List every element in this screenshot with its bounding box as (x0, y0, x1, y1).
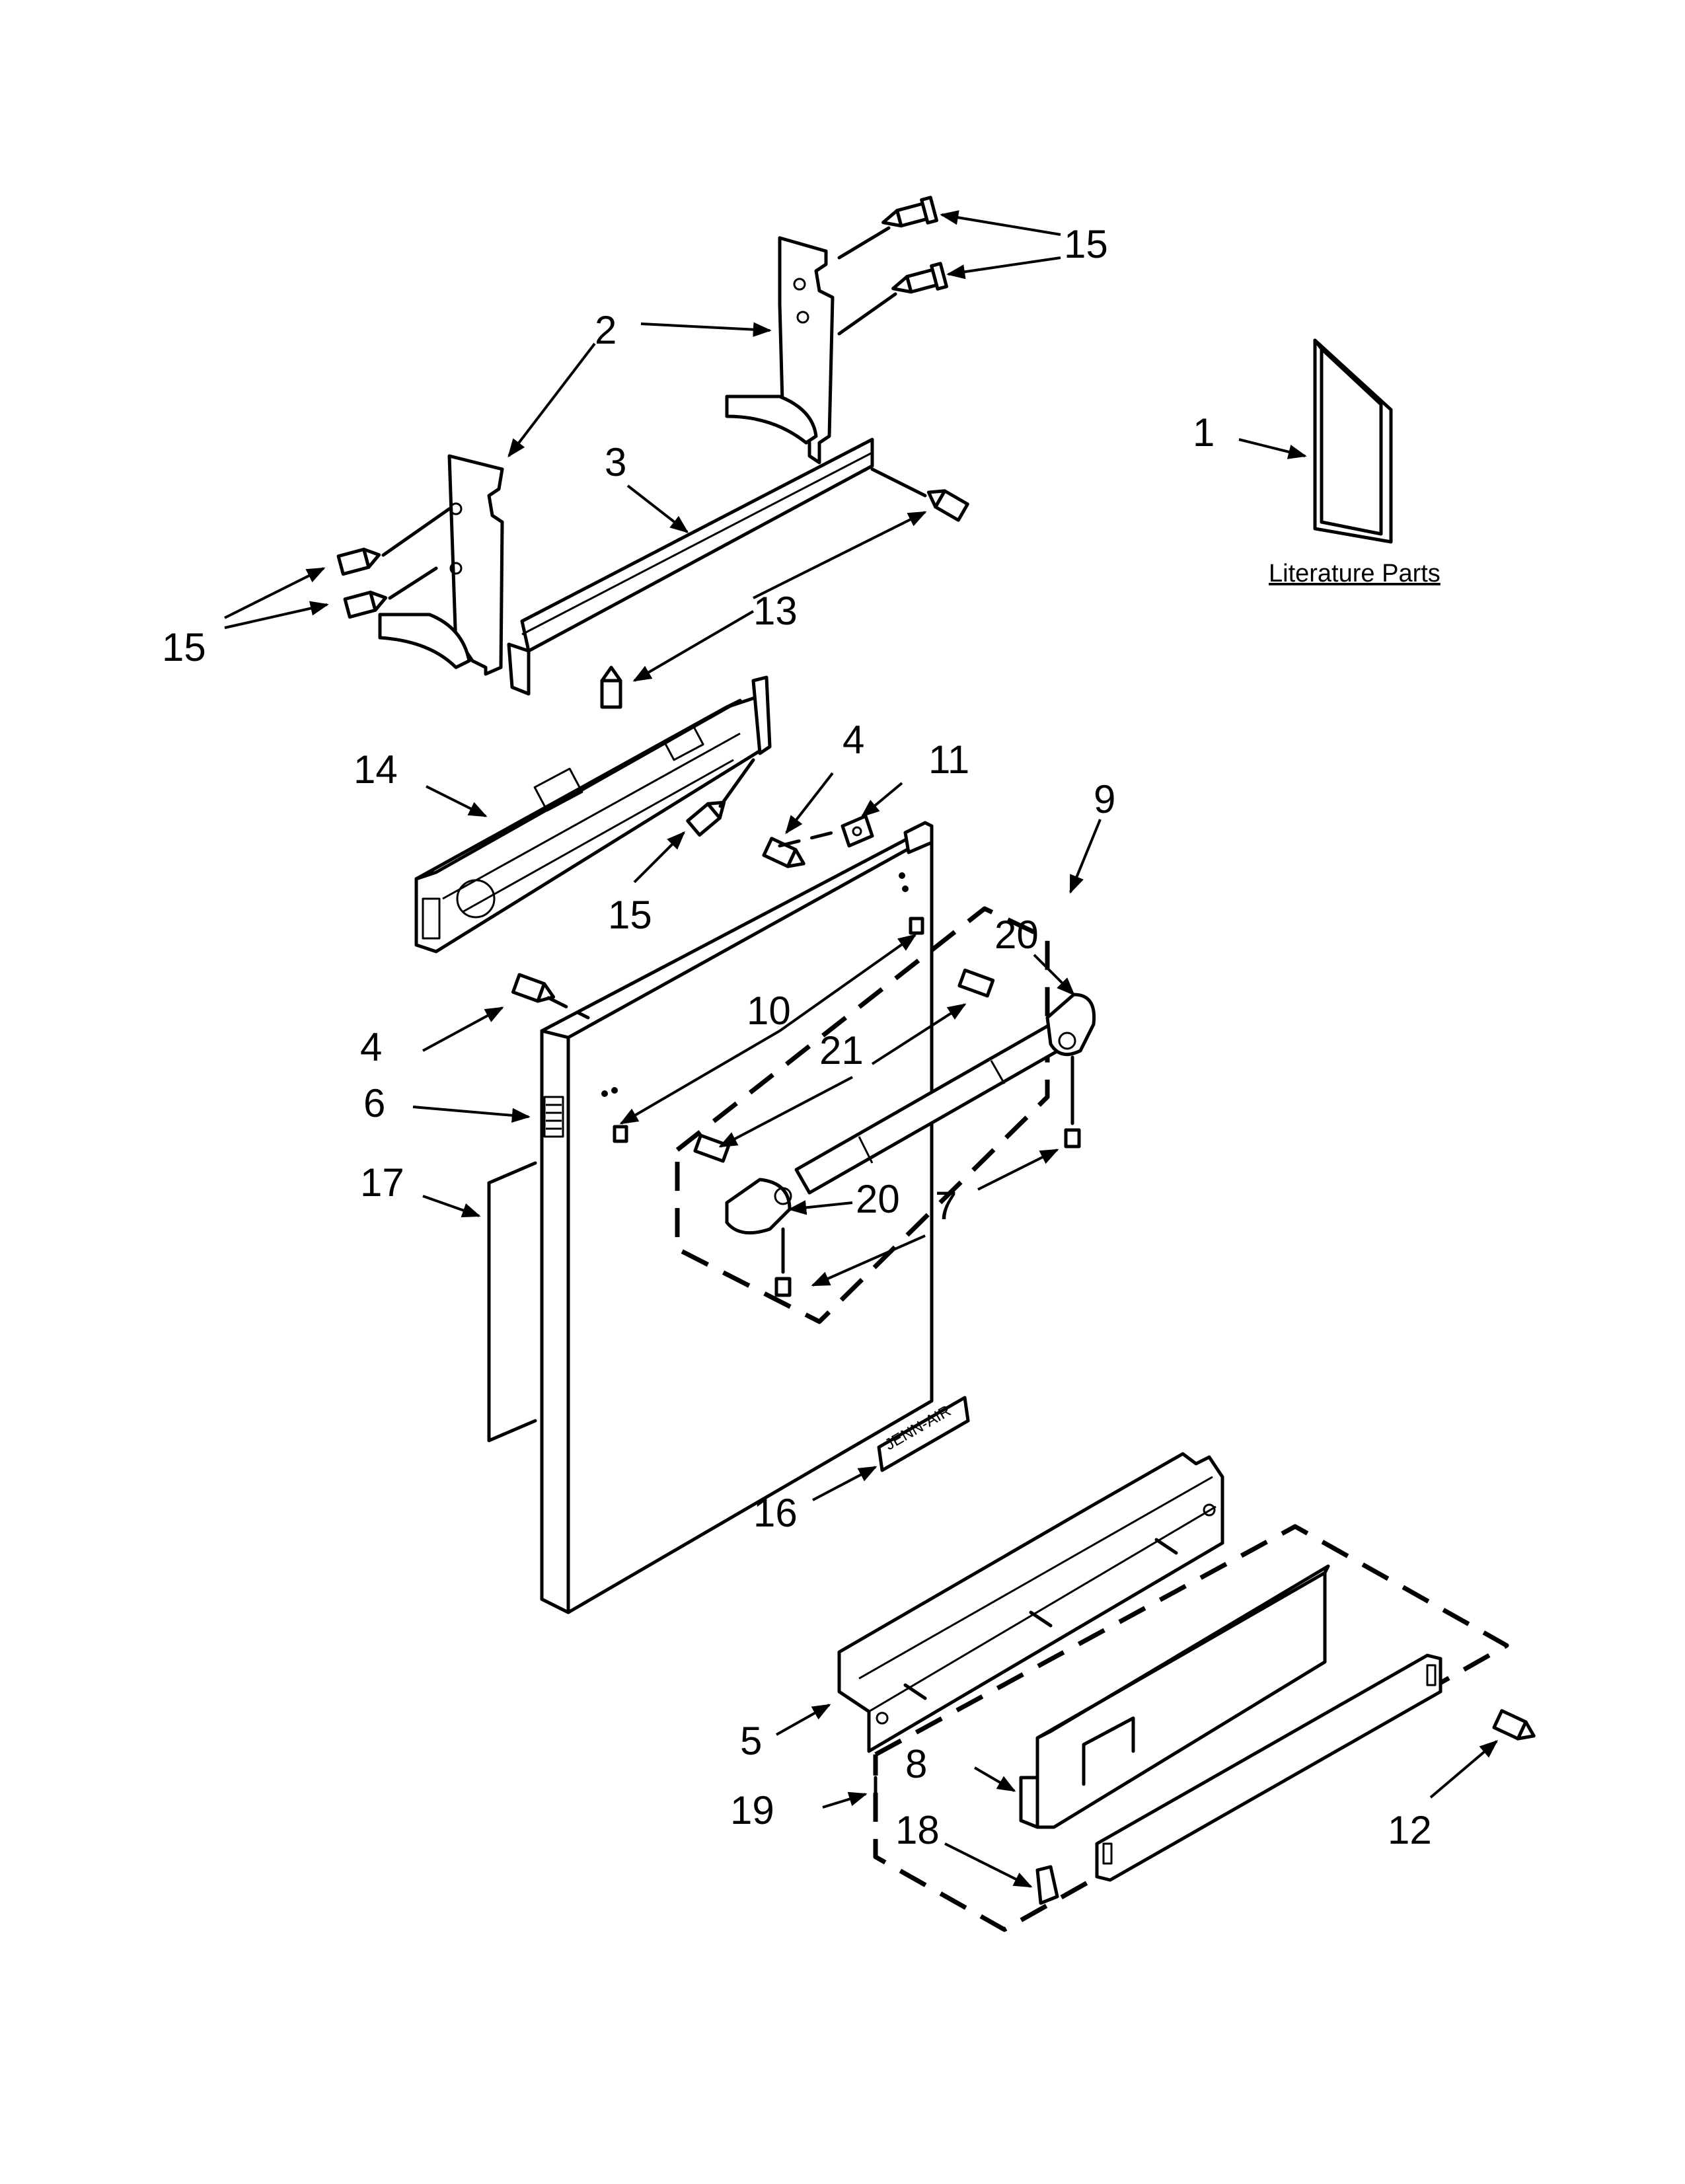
callout-7: 7 (935, 1184, 957, 1228)
callout-12: 12 (1388, 1808, 1432, 1852)
callout-10: 10 (747, 989, 791, 1033)
callout-15-left: 15 (162, 625, 206, 669)
callout-16: 16 (753, 1491, 798, 1535)
toe-panel (1095, 1653, 1442, 1882)
callout-18: 18 (895, 1808, 940, 1852)
callout-3: 3 (605, 440, 626, 484)
callouts: 1 2 3 4 4 5 6 7 8 9 10 11 12 13 14 15 15… (162, 222, 1441, 1852)
door-gasket (487, 1161, 537, 1443)
callout-13: 13 (753, 589, 798, 633)
literature-parts-caption: Literature Parts (1269, 560, 1441, 587)
literature-booklet (1313, 338, 1393, 544)
callout-2: 2 (595, 308, 617, 352)
door-handle (725, 993, 1096, 1235)
handle-screws (613, 917, 1081, 1297)
callout-14: 14 (354, 747, 398, 792)
callout-5: 5 (740, 1719, 762, 1763)
mounting-bracket-left (378, 454, 504, 676)
control-panel-assembly (414, 675, 772, 954)
mounting-bracket-right (725, 236, 835, 465)
callout-1: 1 (1193, 410, 1215, 455)
toe-panel-group-outline (873, 1524, 1509, 1932)
callout-17: 17 (360, 1160, 404, 1205)
callout-19: 19 (730, 1788, 774, 1832)
callout-20-bottom: 20 (856, 1177, 900, 1221)
callout-9: 9 (1094, 777, 1115, 821)
toe-panel-insulation (1019, 1564, 1330, 1829)
callout-11: 11 (928, 737, 969, 782)
callout-15-mid: 15 (608, 893, 652, 937)
callout-4-left: 4 (360, 1025, 382, 1069)
leader-lines (224, 210, 1499, 1888)
door-clip (841, 814, 874, 848)
handle-group-outline (675, 906, 1050, 1324)
screws (336, 196, 1536, 1741)
top-rail (507, 437, 874, 696)
callout-6: 6 (363, 1081, 385, 1125)
callout-20-top: 20 (994, 913, 1039, 957)
callout-4-top: 4 (842, 718, 864, 762)
toe-panel-bracket (837, 1452, 1224, 1753)
callout-8: 8 (905, 1742, 927, 1786)
callout-15-top: 15 (1064, 222, 1108, 266)
callout-21: 21 (819, 1028, 864, 1073)
toe-panel-clip (1035, 1865, 1059, 1905)
